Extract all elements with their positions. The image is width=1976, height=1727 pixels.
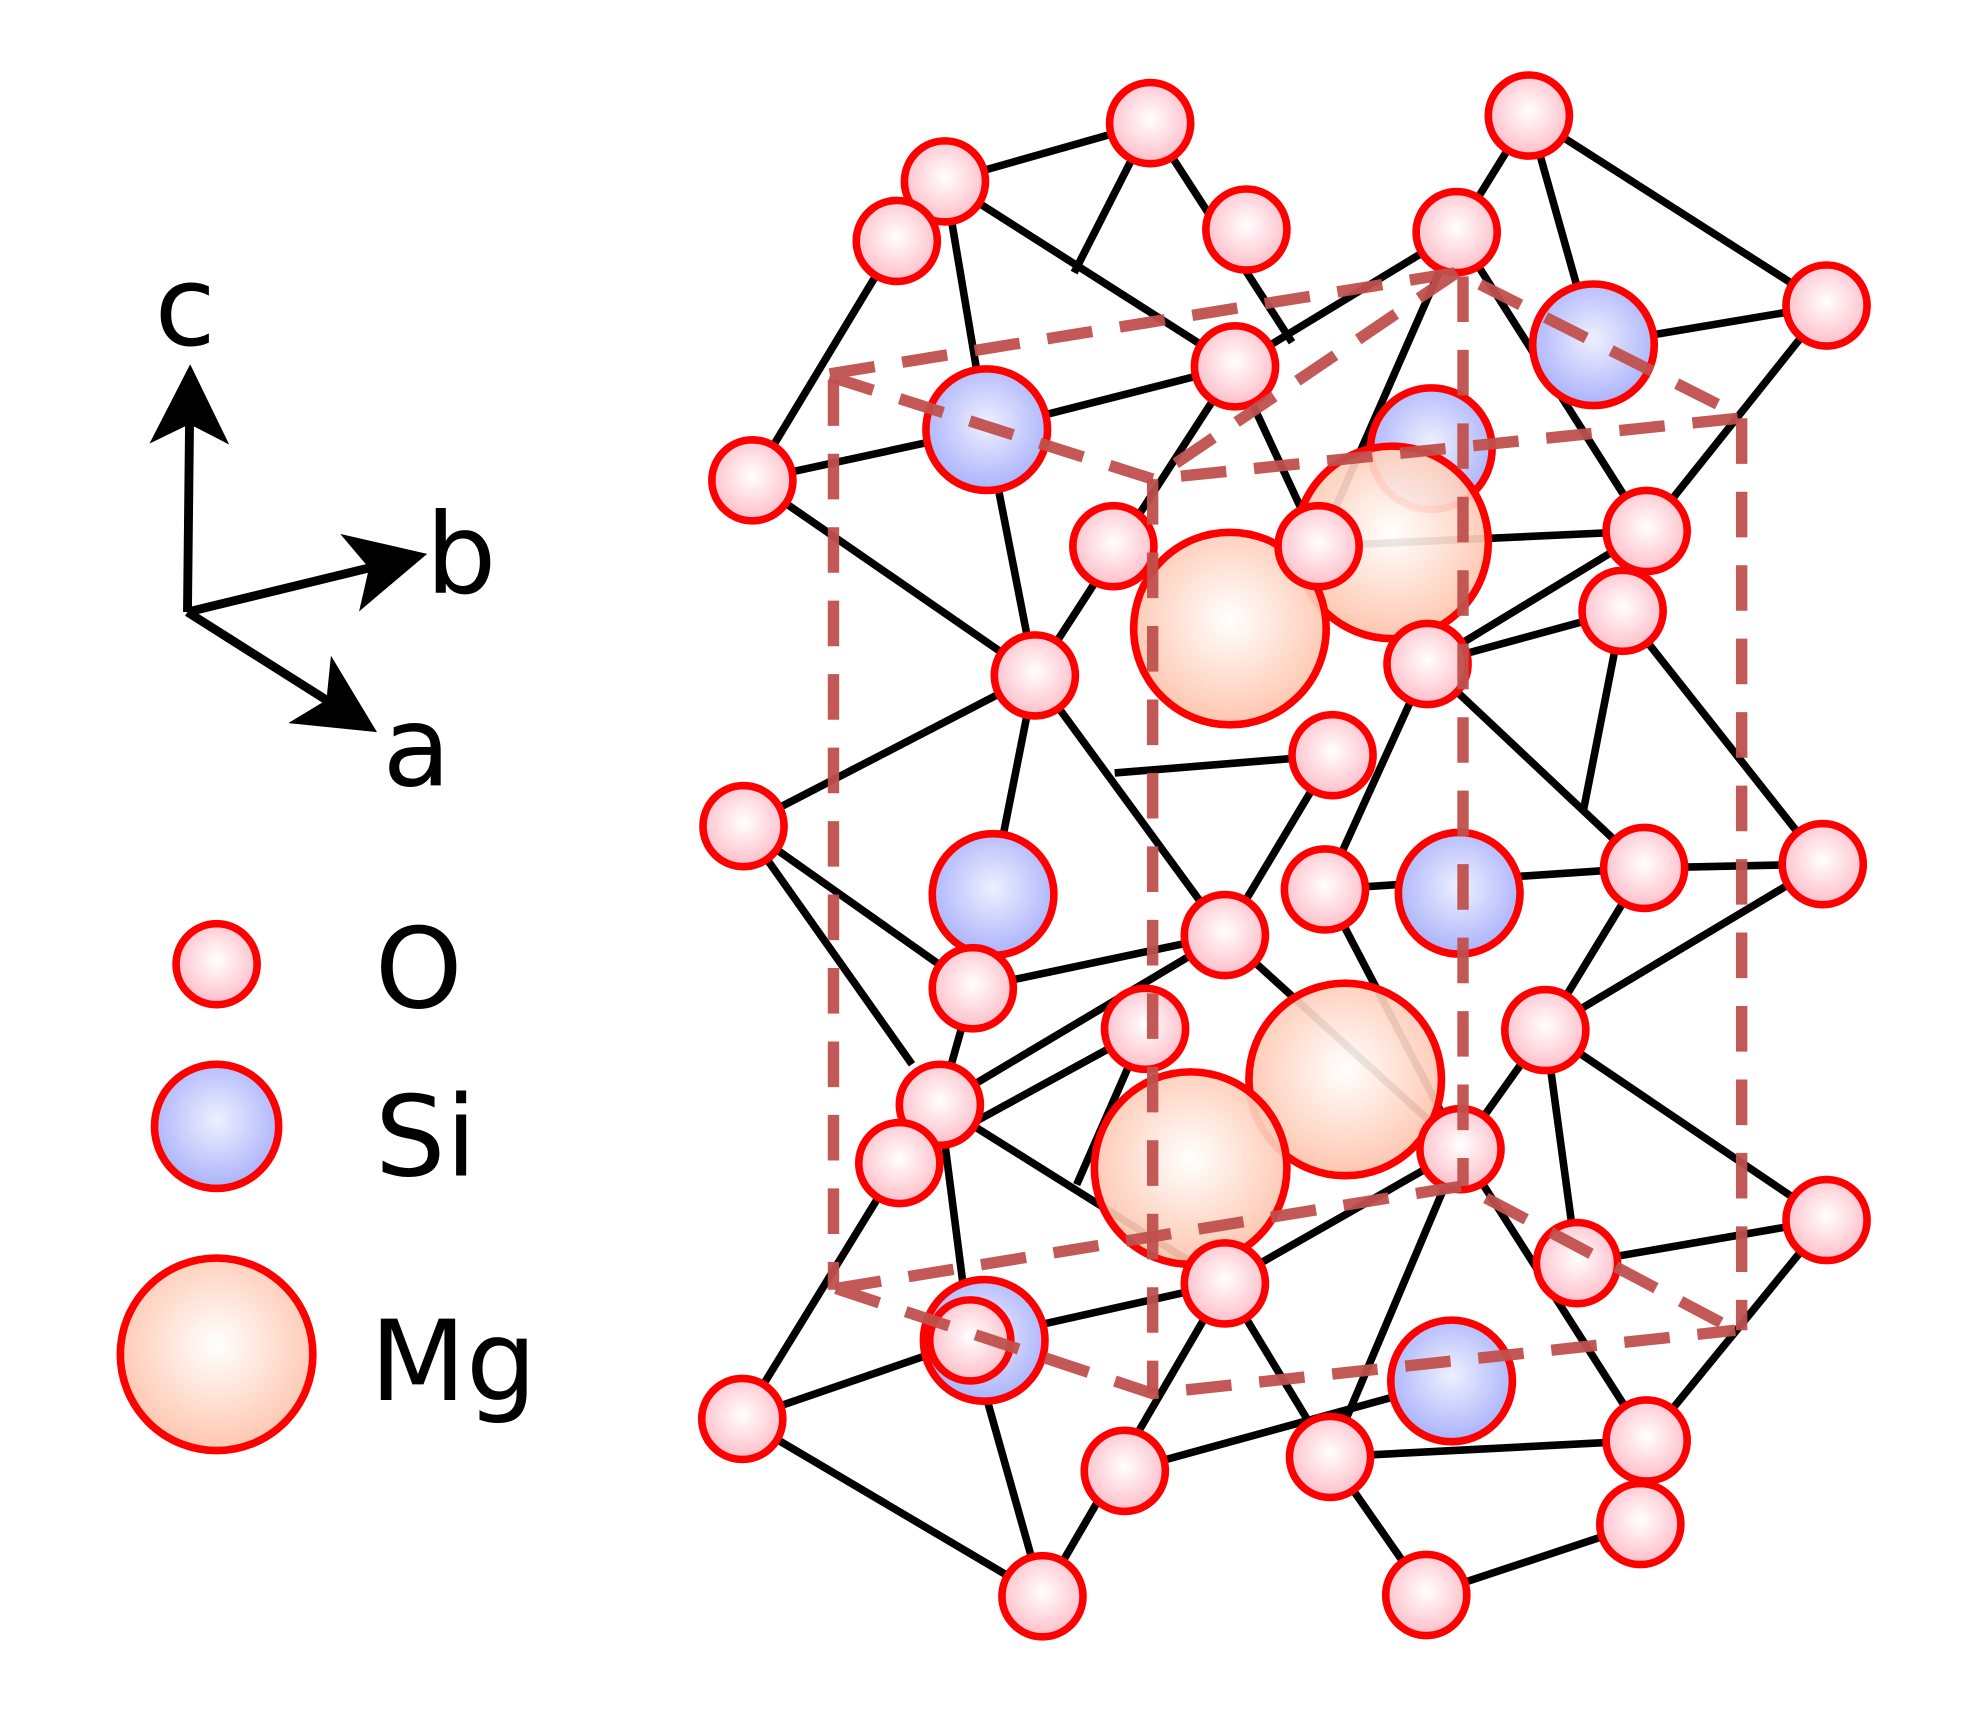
oxygen-atom <box>852 196 942 286</box>
oxygen-atom <box>990 631 1080 720</box>
oxygen-atom <box>1412 187 1501 277</box>
bond <box>740 1415 1045 1600</box>
oxygen-atom <box>1202 185 1291 274</box>
oxygen-atom <box>1578 566 1667 656</box>
oxygen-atom <box>1383 619 1472 709</box>
oxygen-atom <box>699 781 788 871</box>
silicon-atom <box>1387 1316 1517 1446</box>
legend-oxygen-swatch <box>172 919 261 1009</box>
legend-silicon-label: Si <box>375 1074 477 1203</box>
axes-indicator: c b a <box>149 243 497 813</box>
bond <box>1031 673 1228 938</box>
magnesium-atom <box>1245 979 1446 1180</box>
oxygen-atom <box>697 1374 787 1464</box>
magnesium-atom <box>1129 528 1330 729</box>
bond <box>740 823 916 1067</box>
legend: O Si Mg <box>116 905 537 1455</box>
c-axis-label: c <box>155 243 216 372</box>
bond <box>1222 1145 1463 1287</box>
bond <box>1543 860 1825 1034</box>
bond <box>942 178 1238 370</box>
c-axis-arrow <box>149 364 230 613</box>
legend-magnesium-swatch <box>116 1254 317 1455</box>
oxygen-atom <box>1288 710 1377 800</box>
oxygen-atom <box>1190 322 1280 411</box>
oxygen-atom <box>1782 1175 1871 1265</box>
oxygen-atom <box>928 943 1018 1033</box>
bond <box>1329 1436 1647 1461</box>
oxygen-atom <box>1596 1479 1685 1569</box>
oxygen-atom <box>1599 823 1689 913</box>
oxygen-atom <box>925 1296 1015 1385</box>
oxygen-atom <box>1501 985 1590 1075</box>
oxygen-atom <box>1602 1396 1691 1485</box>
oxygen-atom <box>1484 71 1574 160</box>
a-axis-arrow <box>185 608 378 733</box>
b-axis-arrow <box>186 533 428 617</box>
oxygen-atom <box>1180 1239 1270 1328</box>
atoms <box>697 71 1871 1641</box>
oxygen-atom <box>1280 845 1370 934</box>
bond <box>741 823 975 992</box>
unit-cell-bottom <box>834 1179 1739 1400</box>
bond <box>1526 112 1829 309</box>
bond <box>1424 661 1647 871</box>
oxygen-atom <box>854 1118 944 1208</box>
b-axis-label: b <box>426 491 497 620</box>
bond <box>741 672 1037 830</box>
oxygen-atom <box>1381 1550 1471 1640</box>
oxygen-atom <box>1080 1426 1170 1516</box>
bond <box>1619 608 1826 867</box>
bond <box>1543 1026 1829 1224</box>
unit-cell <box>827 266 1748 1400</box>
bond <box>739 1161 903 1421</box>
oxygen-atom <box>1274 501 1363 591</box>
oxygen-atom <box>1100 984 1190 1074</box>
bond <box>937 931 1227 1109</box>
oxygen-atom <box>1778 819 1868 909</box>
oxygen-atom <box>1180 890 1270 980</box>
silicon-atom <box>1528 280 1659 410</box>
unit-cell-verticals <box>827 276 1748 1394</box>
oxygen-atom <box>1602 486 1691 576</box>
oxygen-atom <box>1069 501 1158 591</box>
oxygen-atom <box>1285 1412 1375 1502</box>
silicon-atom <box>928 829 1058 960</box>
legend-silicon-swatch <box>150 1060 283 1193</box>
a-axis-label: a <box>383 684 451 813</box>
oxygen-atom <box>1782 261 1871 350</box>
magnesium-atom <box>1090 1068 1291 1269</box>
bond <box>750 477 1038 679</box>
legend-oxygen-label: O <box>375 905 463 1034</box>
oxygen-atom <box>1105 78 1195 168</box>
oxygen-atom <box>708 436 797 525</box>
oxygen-atom <box>1532 1218 1622 1308</box>
bond <box>749 238 901 483</box>
legend-magnesium-label: Mg <box>370 1298 537 1427</box>
oxygen-atom <box>998 1551 1087 1641</box>
oxygen-atom <box>900 137 990 226</box>
